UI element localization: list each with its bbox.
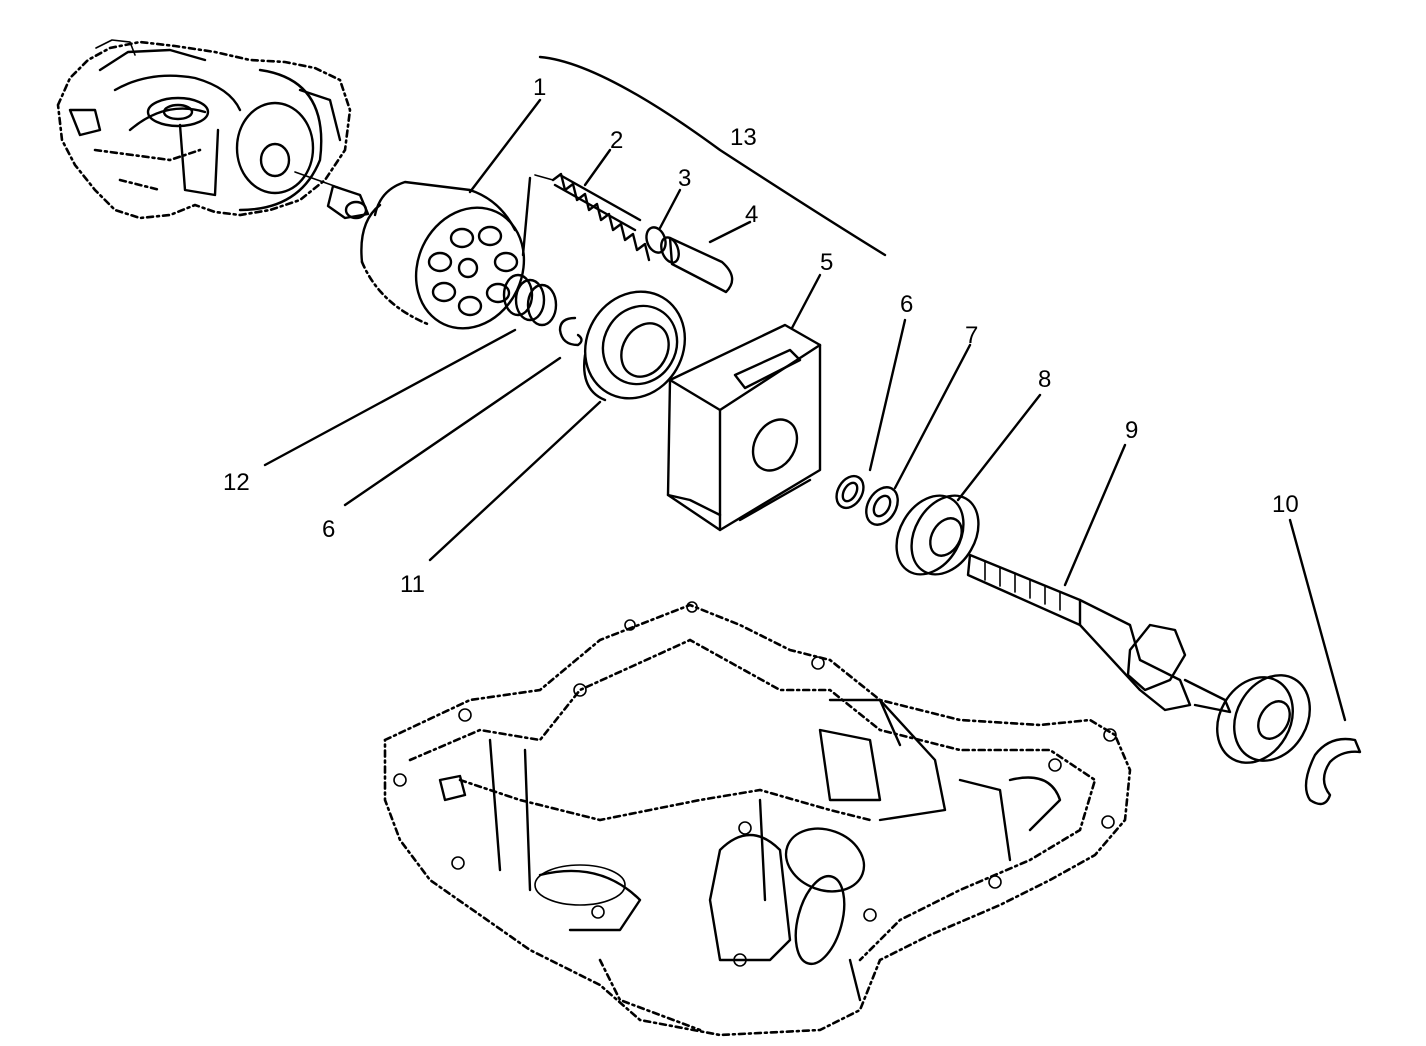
- block: [666, 323, 822, 532]
- washer: [865, 486, 899, 526]
- snap-ring-small: [558, 316, 583, 347]
- callout-labels: 1 2 3 4 5 6 7 8 9 10 11 12 6 13: [223, 74, 1299, 598]
- label-1: 1: [533, 74, 546, 101]
- label-9: 9: [1125, 417, 1138, 444]
- plunger: [660, 236, 734, 294]
- disc: [583, 290, 687, 402]
- snap-ring: [835, 474, 865, 510]
- transmission-case: [383, 601, 1132, 1037]
- leader-lines: [263, 98, 1347, 722]
- label-6-upper: 6: [900, 291, 913, 318]
- spring: [534, 172, 651, 262]
- circlip: [1304, 737, 1362, 806]
- label-6-lower: 6: [322, 516, 335, 543]
- label-5: 5: [820, 249, 833, 276]
- label-12: 12: [223, 469, 250, 496]
- label-7: 7: [965, 322, 978, 349]
- label-10: 10: [1272, 491, 1299, 518]
- label-3: 3: [678, 165, 691, 192]
- bearing: [895, 494, 980, 576]
- shaft: [966, 553, 1232, 714]
- o-ring: [645, 226, 667, 254]
- label-4: 4: [745, 201, 758, 228]
- group-bracket: [538, 55, 887, 257]
- label-2: 2: [610, 127, 623, 154]
- pin: [294, 171, 370, 220]
- bearing-rear: [1216, 674, 1311, 764]
- pump-housing: [56, 39, 352, 220]
- label-11: 11: [400, 571, 425, 598]
- small-spring: [502, 273, 558, 327]
- label-13: 13: [730, 124, 757, 151]
- cylinder-barrel: [360, 180, 526, 330]
- label-8: 8: [1038, 366, 1051, 393]
